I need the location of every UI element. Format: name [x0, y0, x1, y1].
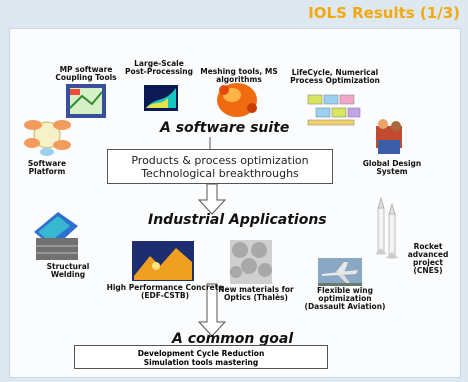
- goal-line-1: Development Cycle Reduction: [137, 349, 265, 358]
- label-global-design: Global Design System: [362, 159, 422, 176]
- label-structural-welding: Structural Welding: [46, 262, 90, 279]
- meshing-image: [217, 83, 257, 117]
- software-platform-image: [24, 120, 71, 156]
- slide-title: IOLS Results (1/3): [308, 4, 460, 22]
- post-processing-image: [144, 85, 178, 111]
- arrow-down-2: [197, 283, 227, 337]
- label-lifecycle: LifeCycle, Numerical Process Optimizatio…: [290, 68, 380, 85]
- lifecycle-image: [307, 94, 361, 126]
- label-optics: New materials for Optics (Thalès): [218, 285, 294, 302]
- goal-box: Development Cycle Reduction Simulation t…: [74, 345, 328, 369]
- concrete-image: [132, 241, 194, 281]
- optimization-line-2: Technological breakthroughs: [141, 167, 299, 180]
- heading-common-goal: A common goal: [172, 331, 294, 347]
- label-post-processing: Large-Scale Post-Processing: [125, 59, 193, 76]
- coupling-tools-image: [66, 84, 106, 118]
- optimization-box: Products & process optimization Technolo…: [107, 149, 333, 184]
- label-coupling-tools: MP software Coupling Tools: [55, 65, 117, 82]
- label-flexible-wing: Flexible wing optimization (Dassault Avi…: [304, 286, 386, 311]
- heading-software-suite: A software suite: [160, 120, 290, 136]
- rocket-image: [375, 196, 398, 259]
- label-concrete: High Performance Concrete (EDF-CSTB): [106, 283, 224, 300]
- aircraft-image: [318, 258, 362, 286]
- label-meshing-tools: Meshing tools, MS algorithms: [200, 67, 278, 84]
- optics-image: [230, 240, 272, 284]
- arrow-down-1: [197, 183, 227, 215]
- label-software-platform: Software Platform: [27, 159, 67, 176]
- heading-industrial-applications: Industrial Applications: [148, 212, 327, 228]
- welding-image: [34, 212, 78, 260]
- label-rocket: Rocket advanced project (CNES): [407, 242, 449, 275]
- goal-line-2: Simulation tools mastering: [143, 358, 259, 367]
- global-design-image: [376, 119, 402, 154]
- optimization-line-1: Products & process optimization: [131, 154, 309, 167]
